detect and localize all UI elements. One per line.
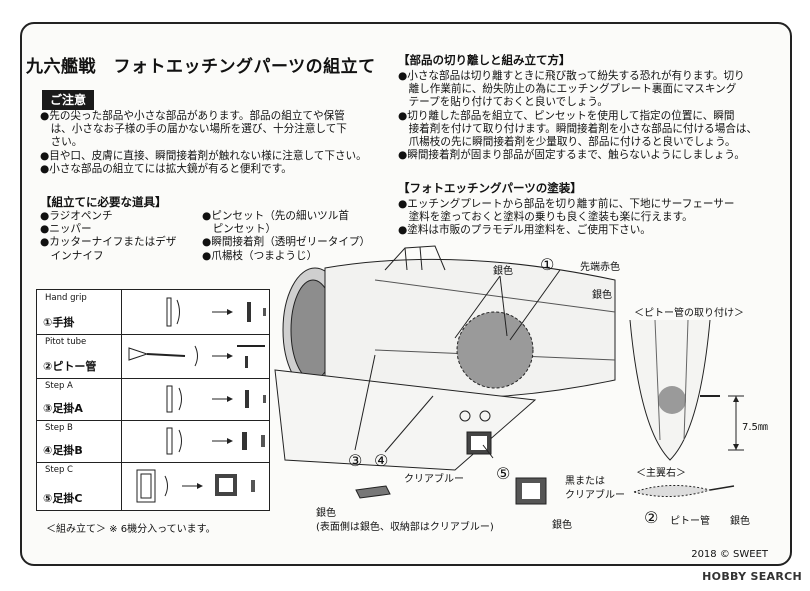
table-row: Pitot tube ②ピトー管 — [37, 334, 269, 379]
separation-heading: 【部品の切り離しと組み立て方】 — [398, 53, 571, 67]
step-a-diagram — [166, 385, 266, 413]
row-label: Pitot tube ②ピトー管 — [37, 334, 122, 378]
callout-number-4: ④ — [374, 451, 389, 470]
painting-heading: 【フォトエッチングパーツの塗装】 — [398, 181, 582, 195]
row-label: Step C ⑤足掛C — [37, 462, 122, 510]
part-number: ③ — [43, 402, 53, 415]
table-row: Step A ③足掛A — [37, 378, 269, 421]
copyright: 2018 © SWEET — [691, 549, 768, 560]
label-silver-top: 銀色 — [493, 266, 513, 277]
part-jp-label: 足掛A — [52, 402, 83, 415]
caution-label: ご注意 — [42, 90, 95, 110]
pitot-dimension: 7.5㎜ — [742, 422, 768, 433]
watermark: HOBBY SEARCH — [702, 570, 802, 583]
row-label: Step B ④足掛B — [37, 420, 122, 462]
table-row: Step B ④足掛B — [37, 420, 269, 463]
label-black-or: 黒または — [565, 476, 605, 487]
part-name-jp: ③足掛A — [43, 400, 83, 416]
page-title: 九六艦戦 フォトエッチングパーツの組立て — [26, 57, 376, 77]
label-silver-right: 銀色 — [592, 290, 612, 301]
tools-left: ●ラジオペンチ ●ニッパー ●カッターナイフまたはデザ インナイフ — [40, 210, 177, 262]
separation-text: ●小さな部品は切り離すときに飛び散って紛失する恐れが有ります。切り 離し作業前に… — [398, 70, 758, 162]
part-name-en: Step B — [45, 423, 73, 433]
wing-heading: ＜主翼右＞ — [636, 468, 686, 479]
part-name-en: Hand grip — [45, 293, 87, 303]
table-row: Hand grip ①手掛 — [37, 290, 269, 335]
step-c-diagram — [136, 469, 255, 503]
pitot-color: 銀色 — [730, 516, 750, 527]
part-number: ② — [43, 360, 53, 373]
assembly-note: ＜組み立て＞ ※ 6機分入っています。 — [46, 524, 216, 535]
step-ab-part-icon — [355, 485, 391, 499]
table-row: Step C ⑤足掛C — [37, 462, 269, 510]
row-label: Hand grip ①手掛 — [37, 290, 122, 334]
pitot-tube-diagram — [128, 345, 265, 368]
callout-number-5: ⑤ — [496, 464, 511, 483]
parts-table: Hand grip ①手掛 Pitot tube ②ピトー管 Step A ③足… — [36, 289, 270, 511]
part-name-jp: ②ピトー管 — [43, 358, 96, 374]
tools-heading: 【組立てに必要な道具】 — [40, 195, 167, 209]
step-c-part-icon — [515, 477, 547, 505]
part-name-jp: ①手掛 — [43, 314, 74, 330]
label-tip-red: 先端赤色 — [580, 262, 620, 273]
label-silver-c: 銀色 — [552, 520, 572, 531]
part-jp-label: ピトー管 — [52, 360, 97, 373]
pitot-label: ピトー管 — [670, 516, 710, 527]
callout-number-1: ① — [540, 255, 555, 274]
part-name-en: Step A — [45, 381, 73, 391]
part-name-en: Step C — [45, 465, 73, 475]
part-number: ⑤ — [43, 492, 53, 505]
label-silver-bottom: 銀色 — [316, 508, 336, 519]
part-number: ④ — [43, 444, 53, 457]
hand-grip-diagram — [166, 297, 266, 327]
caution-text: ●先の尖った部品や小さな部品があります。部品の組立てや保管 は、小さなお子様の手… — [40, 110, 367, 175]
painting-text: ●エッチングプレートから部品を切り離す前に、下地にサーフェーサー 塗料を塗ってお… — [398, 198, 735, 237]
label-clear-blue-2: クリアブルー — [565, 490, 625, 501]
wing-tip-drawing — [629, 319, 744, 461]
part-jp-label: 手掛 — [52, 316, 75, 329]
pitot-side-drawing — [632, 484, 735, 498]
part-name-jp: ④足掛B — [43, 442, 83, 458]
part-number: ① — [43, 316, 53, 329]
part-jp-label: 足掛C — [52, 492, 83, 505]
label-silver-note: (表面側は銀色、収納部はクリアブルー) — [316, 522, 494, 533]
label-clear-blue: クリアブルー — [404, 474, 464, 485]
tools-right: ●ピンセット（先の細いツル首 ピンセット） ●瞬間接着剤（透明ゼリータイプ） ●… — [202, 210, 371, 262]
pitot-number-2: ② — [644, 508, 659, 527]
aircraft-fuselage-drawing — [274, 245, 616, 471]
row-label: Step A ③足掛A — [37, 378, 122, 420]
part-name-en: Pitot tube — [45, 337, 87, 347]
part-jp-label: 足掛B — [52, 444, 83, 457]
pitot-heading: ＜ピトー管の取り付け＞ — [634, 308, 744, 319]
part-name-jp: ⑤足掛C — [43, 490, 82, 506]
callout-number-3: ③ — [348, 451, 363, 470]
step-b-diagram — [166, 427, 265, 455]
